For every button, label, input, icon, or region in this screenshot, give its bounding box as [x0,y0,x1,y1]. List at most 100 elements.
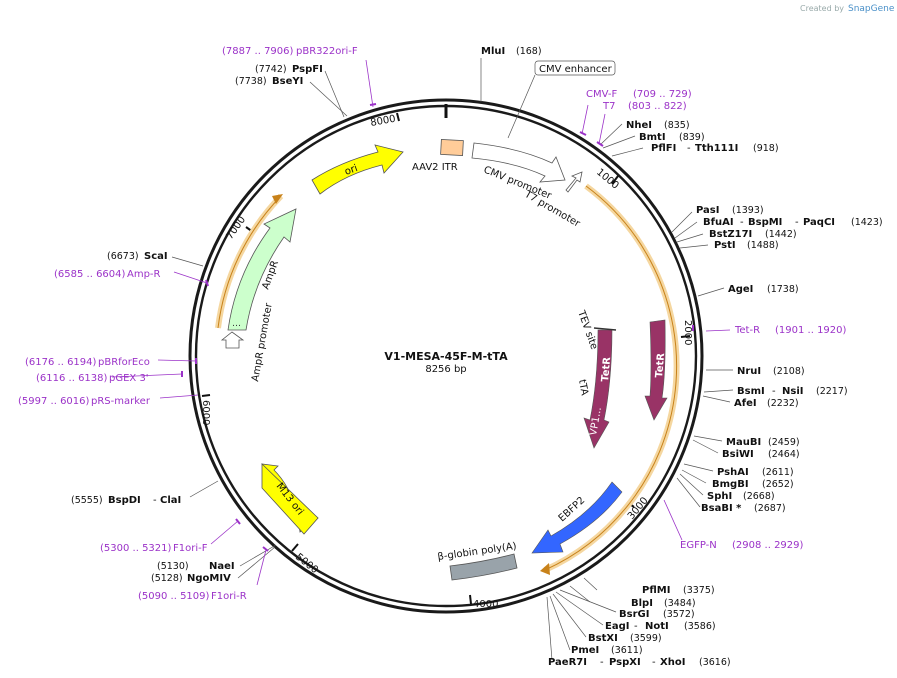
primer-pbr322ori-f: pBR322ori-F [296,46,358,57]
site-paer7i: PaeR7I [548,657,587,668]
site-bstz17i-pos: (1442) [765,229,797,240]
site-agei-pos: (1738) [767,284,799,295]
plasmid-name: V1-MESA-45F-M-tTA [384,350,508,363]
tev-site-mark [593,327,617,331]
site-blpi-pos: (3484) [664,598,696,609]
tick-label-6000: 6000 [200,400,211,425]
site-bsabi: BsaBI * [701,503,742,514]
tick-label-4000: 4000 [473,599,498,610]
site-scai: ScaI [144,251,168,262]
m13-ori-body [261,463,319,535]
watermark-prefix: Created by [800,4,844,13]
site-bspmi: BspMI [748,217,782,228]
site-sep-pflfi: - [687,143,691,154]
site-pmei-pos: (3611) [611,645,643,656]
site-sep-bsmi: - [772,386,776,397]
site-bstz17i: BstZ17I [709,229,752,240]
site-sep-bfuai: - [740,217,744,228]
site-bstxi: BstXI [588,633,618,644]
primer-f1ori-f: F1ori-F [173,543,208,554]
site-pflmi: PflMI [642,585,670,596]
ampr-overflow-label: … [232,319,241,329]
site-sep-bspmi: - [795,217,799,228]
site-maubi: MauBI [726,437,761,448]
primer-cmv-f-pos: (709 .. 729) [633,89,692,100]
site-nrui-pos: (2108) [773,366,805,377]
site-pflfi: PflFI [651,143,676,154]
site-pasi: PasI [696,205,719,216]
primer-tet-r: Tet-R [734,325,760,336]
site-ngomiv: NgoMIV [187,573,231,584]
primer-egfp-n: EGFP-N [680,540,717,551]
site-naei-pos: (5130) [157,561,189,572]
primer-f1ori-r-pos: (5090 .. 5109) [138,591,210,602]
site-psti: PstI [714,240,736,251]
tev-site-label: TEV site [575,308,600,351]
orf-arc-left-arrow [272,194,283,204]
site-nsii: NsiI [782,386,803,397]
tetr-outer-feature [644,319,668,421]
primer-pbrforeco-pos: (6176 .. 6194) [25,357,97,368]
aav2-itr-label: AAV2 ITR [412,162,458,173]
site-nhei-pos: (835) [664,120,690,131]
primer-prs-marker-pos: (5997 .. 6016) [18,396,90,407]
primer-egfp-n-pos: (2908 .. 2929) [732,540,804,551]
site-paqci: PaqCI [803,217,835,228]
site-bspdi: BspDI [108,495,141,506]
site-afei: AfeI [734,398,757,409]
site-bsrgi: BsrGI [619,609,649,620]
site-sep-eagi: - [634,621,638,632]
orf-arc-right-line [544,185,678,571]
tick-label-7000: 7000 [224,215,248,242]
site-leads [171,58,734,661]
site-afei-pos: (2232) [767,398,799,409]
site-mlui: MluI [481,46,505,57]
primer-pgex3: pGEX 3' [109,373,149,384]
site-naei: NaeI [209,561,235,572]
beta-globin-feature [449,553,518,581]
site-eagi-pos: (3586) [684,621,716,632]
site-sphi-pos: (2668) [743,491,775,502]
tetr-outer-label: TetR [654,352,667,378]
cmv-enhancer-label: CMV enhancer [539,64,613,75]
site-clai: ClaI [160,495,181,506]
site-sep-pspxi: - [652,657,656,668]
orf-arc-left-line [217,195,282,329]
tta-label: tTA [576,379,590,397]
plasmid-size: 8256 bp [425,364,466,375]
site-bsmi: BsmI [737,386,765,397]
site-xhoi: XhoI [660,657,685,668]
site-bseyi-pos: (7738) [235,76,267,87]
orf-arc-right-arrow [540,563,550,575]
site-pmei: PmeI [571,645,599,656]
site-nhei: NheI [626,120,652,131]
site-bmti: BmtI [639,132,666,143]
primer-cmv-f: CMV-F [586,89,617,100]
site-pshai: PshAI [717,467,749,478]
primer-tet-r-pos: (1901 .. 1920) [775,325,847,336]
site-eagi: EagI [605,621,629,632]
primer-amp-r-pos: (6585 .. 6604) [54,269,126,280]
site-bsiwi: BsiWI [722,449,754,460]
site-mlui-pos: (168) [516,46,542,57]
ampr-promoter-label: AmpR promoter [250,301,275,382]
tick-label-1000: 1000 [594,167,621,192]
primer-amp-r: Amp-R [127,269,161,280]
site-pflmi-pos: (3375) [683,585,715,596]
site-bsabi-pos: (2687) [754,503,786,514]
site-sep-paer7i: - [600,657,604,668]
site-pshai-pos: (2611) [762,467,794,478]
t7-promoter-label: T7 promoter [522,189,583,230]
ampr-feature [227,208,297,331]
site-bsrgi-pos: (3572) [663,609,695,620]
site-bseyi: BseYI [272,76,303,87]
site-bfuai: BfuAI [703,217,734,228]
primer-f1ori-r: F1ori-R [211,591,247,602]
t7-promoter-feature [565,171,583,193]
primer-pgex3-pos: (6116 .. 6138) [36,373,108,384]
site-bmgbi-pos: (2652) [762,479,794,490]
site-pspxi: PspXI [609,657,641,668]
aav2-itr-feature [440,139,464,156]
primer-leads [111,59,731,586]
site-bstxi-pos: (3599) [630,633,662,644]
